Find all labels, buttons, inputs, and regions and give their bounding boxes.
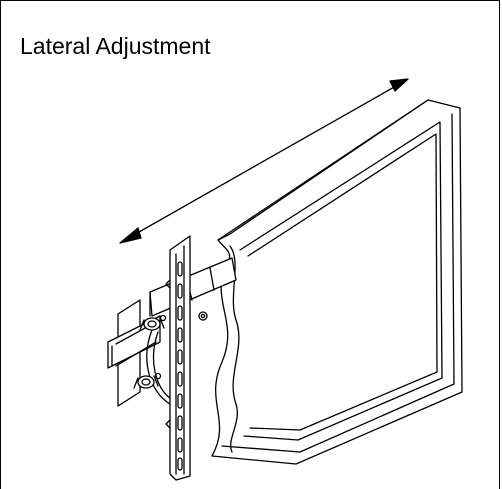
double-headed-arrow-icon bbox=[120, 79, 408, 243]
diagram-caption: Lateral Adjustment bbox=[20, 33, 211, 59]
wall-mount-bracket-icon bbox=[166, 236, 190, 480]
display-panel-icon bbox=[212, 100, 462, 464]
tilt-knobs bbox=[134, 316, 170, 405]
